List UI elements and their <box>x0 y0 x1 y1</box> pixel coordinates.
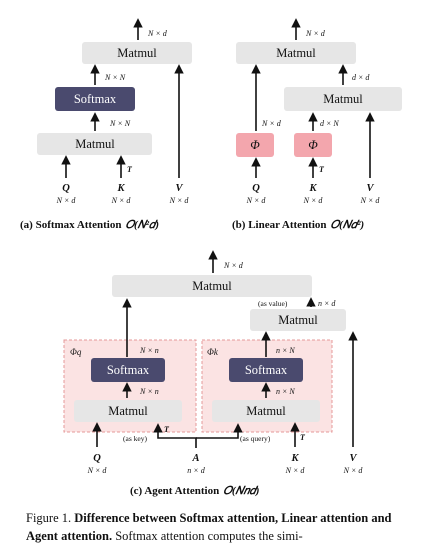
right-matmul-box <box>250 309 346 331</box>
right-softmax-box <box>229 358 303 382</box>
output-dim: N × d <box>305 29 326 38</box>
phi-k-box <box>294 133 332 157</box>
phi-k-dim: d × N <box>320 119 339 128</box>
phi-k-label: Φk <box>207 347 219 357</box>
k-label: K <box>290 453 299 464</box>
matmul-top-box <box>236 42 356 64</box>
a-dim: n × d <box>187 466 205 475</box>
v-dim: N × d <box>169 196 190 205</box>
a-to-right-arrow <box>196 423 243 439</box>
q-dim: N × d <box>87 466 108 475</box>
figure-caption-prefix: Figure 1. <box>26 511 72 525</box>
k-dim: N × d <box>303 196 324 205</box>
v-dim: N × d <box>360 196 381 205</box>
figure-caption-bold: Difference between Softmax attention, Li… <box>26 511 392 543</box>
panel-linear-attention: N × d Matmul d × d Matmul N × d d × N Φ … <box>232 18 402 231</box>
left-matmul-box <box>74 400 182 422</box>
output-dim: N × d <box>147 29 168 38</box>
left-softmax-label: Softmax <box>107 363 150 377</box>
k-transpose: T <box>300 433 306 442</box>
matmul-top-box <box>82 42 192 64</box>
matmul-out-dim: N × N <box>109 119 131 128</box>
q-label: Q <box>252 183 260 194</box>
matmul-top-label: Matmul <box>276 46 316 60</box>
q-label: Q <box>62 183 70 194</box>
as-key-note: (as key) <box>123 434 147 443</box>
q-dim: N × d <box>56 196 77 205</box>
phi-q-dim: N × d <box>261 119 282 128</box>
a-label: A <box>191 453 199 464</box>
matmul-qk-label: Matmul <box>75 137 115 151</box>
k-dim: N × d <box>111 196 132 205</box>
output-dim: N × d <box>223 261 244 270</box>
right-mid-dim: n × N <box>276 387 295 396</box>
right-matmul-dim: d × d <box>352 73 370 82</box>
matmul-top-label: Matmul <box>192 279 232 293</box>
k-transpose: T <box>319 165 325 174</box>
k-dim: N × d <box>285 466 306 475</box>
k-label: K <box>116 183 125 194</box>
attention-diagram: N × d Matmul N × N Softmax N × N Matmul … <box>20 18 402 497</box>
left-mid-dim: N × n <box>139 387 159 396</box>
k-transpose: T <box>127 165 133 174</box>
matmul-qk-box <box>37 133 152 155</box>
matmul-top-box <box>112 275 312 297</box>
k-label: K <box>308 183 317 194</box>
v-label: V <box>349 453 357 464</box>
softmax-label: Softmax <box>74 92 117 106</box>
v-label: V <box>366 183 374 194</box>
softmax-out-dim: N × N <box>104 73 126 82</box>
as-value-dim: n × d <box>318 299 336 308</box>
phi-q-label: Φ <box>250 138 260 152</box>
as-value-note: (as value) <box>258 299 288 308</box>
a-to-left-arrow <box>153 423 197 448</box>
matmul-top-label: Matmul <box>117 46 157 60</box>
phi-k-label: Φ <box>308 138 318 152</box>
matmul-kv-label: Matmul <box>323 92 363 106</box>
right-matmul-label: Matmul <box>278 313 318 327</box>
matmul-kv-box <box>284 87 402 111</box>
right-bottom-matmul-box <box>212 400 320 422</box>
left-softmax-box <box>91 358 165 382</box>
panel-softmax-attention: N × d Matmul N × N Softmax N × N Matmul … <box>20 18 192 231</box>
q-label: Q <box>93 453 101 464</box>
right-out-dim: n × N <box>276 346 295 355</box>
v-label: V <box>175 183 183 194</box>
phi-q-box <box>236 133 274 157</box>
phi-q-label: Φq <box>70 347 82 357</box>
as-query-note: (as query) <box>240 434 271 443</box>
left-matmul-label: Matmul <box>108 404 148 418</box>
panel-agent-attention: N × d Matmul Φq Φk N × n Softmax N × n M… <box>63 250 364 497</box>
q-dim: N × d <box>246 196 267 205</box>
v-dim: N × d <box>343 466 364 475</box>
left-out-dim: N × n <box>139 346 159 355</box>
a-transpose: T <box>164 425 170 434</box>
right-softmax-label: Softmax <box>245 363 288 377</box>
figure-caption: Figure 1. Difference between Softmax att… <box>26 509 416 545</box>
figure-caption-rest: Softmax attention computes the simi- <box>115 529 303 543</box>
right-bottom-matmul-label: Matmul <box>246 404 286 418</box>
softmax-box <box>55 87 135 111</box>
